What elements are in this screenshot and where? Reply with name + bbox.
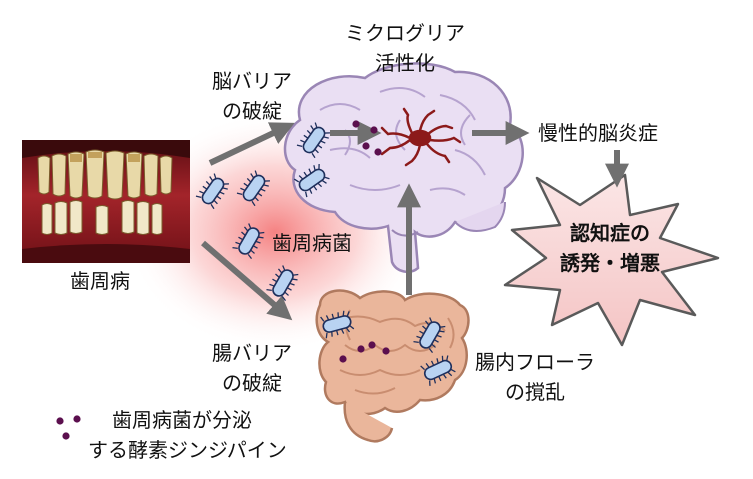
bacteria-text: 歯周病菌: [272, 231, 352, 255]
microglia-line2: 活性化: [345, 48, 465, 78]
legend-gingipain: 歯周病菌が分泌 する酵素ジンジパイン: [88, 405, 287, 465]
gut-barrier-line1: 腸バリア: [212, 338, 292, 368]
label-microglia: ミクログリア 活性化: [345, 18, 465, 78]
periodontal-disease-text: 歯周病: [70, 269, 130, 293]
label-chronic-inflammation: 慢性的脳炎症: [538, 118, 658, 148]
label-gut-barrier: 腸バリア の破綻: [212, 338, 292, 398]
teeth-photo: [22, 140, 190, 263]
legend-line1: 歯周病菌が分泌: [88, 405, 287, 435]
label-brain-barrier: 脳バリア の破綻: [212, 66, 292, 126]
gut-flora-line2: の撹乱: [475, 377, 595, 407]
label-bacteria: 歯周病菌: [272, 228, 352, 258]
label-gut-flora: 腸内フローラ の撹乱: [475, 347, 595, 407]
gut-barrier-line2: の破綻: [212, 368, 292, 398]
label-periodontal-disease: 歯周病: [70, 266, 130, 296]
brain-barrier-line1: 脳バリア: [212, 66, 292, 96]
microglia-line1: ミクログリア: [345, 18, 465, 48]
dementia-line1: 認知症の: [560, 218, 660, 248]
label-dementia: 認知症の 誘発・増悪: [560, 218, 660, 278]
legend-line2: する酵素ジンジパイン: [88, 435, 287, 465]
chronic-inflammation-text: 慢性的脳炎症: [538, 121, 658, 145]
dementia-line2: 誘発・増悪: [560, 248, 660, 278]
gut-flora-line1: 腸内フローラ: [475, 347, 595, 377]
brain-barrier-line2: の破綻: [212, 96, 292, 126]
